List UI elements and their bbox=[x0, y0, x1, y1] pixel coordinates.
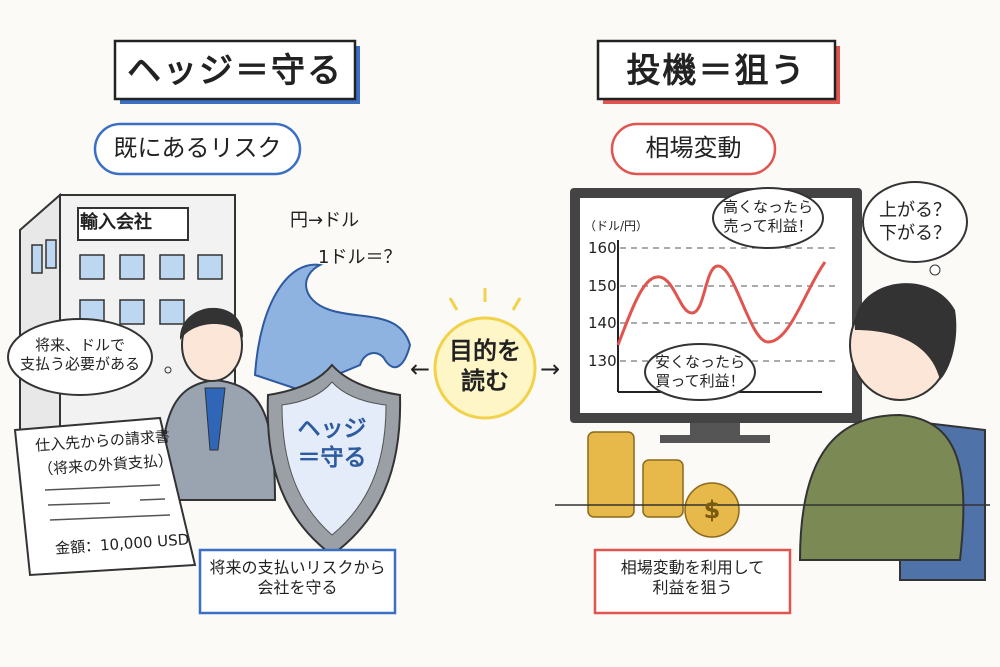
left-arrow: ← bbox=[410, 355, 431, 383]
coin-stacks bbox=[587, 431, 740, 538]
right-thought-line: 上がる？ bbox=[879, 200, 951, 221]
left-thought-line: 支払う必要がある bbox=[19, 354, 140, 373]
center-label: 目的を 読む bbox=[445, 336, 525, 396]
shield-text: ヘッジ ＝守る bbox=[282, 415, 382, 473]
buy-line: 買って利益！ bbox=[655, 371, 745, 390]
center-label-line: 読む bbox=[461, 367, 509, 395]
building-sign: 輸入会社 bbox=[80, 212, 152, 233]
chart-unit: （ドル/円） bbox=[584, 219, 649, 233]
currency-label: 円→ドル bbox=[290, 210, 360, 231]
tick-150: 150 bbox=[588, 277, 617, 295]
left-thought-line: 将来、ドルで bbox=[34, 336, 125, 354]
sell-line: 高くなったら bbox=[722, 198, 813, 216]
left-thought-text: 将来、ドルで 支払う必要がある bbox=[14, 336, 146, 374]
right-thought-line: 下がる？ bbox=[879, 222, 951, 244]
right-summary-line: 相場変動を利用して bbox=[620, 558, 765, 577]
sell-bubble bbox=[712, 187, 824, 249]
left-title-box bbox=[113, 39, 357, 101]
right-thought-cloud bbox=[862, 181, 968, 263]
left-thought-cloud bbox=[7, 318, 153, 396]
right-subtitle: 相場変動 bbox=[645, 134, 742, 162]
right-arrow: → bbox=[540, 355, 561, 383]
left-subtitle-cloud bbox=[93, 122, 302, 176]
wave bbox=[253, 263, 412, 392]
dollar-coin-symbol: $ bbox=[703, 496, 721, 524]
buy-line: 安くなったら bbox=[654, 353, 745, 371]
right-summary-box bbox=[593, 548, 792, 615]
left-summary-box bbox=[198, 548, 397, 615]
center-label-line: 目的を bbox=[449, 337, 521, 365]
invoice-paper bbox=[13, 416, 197, 577]
buy-bubble bbox=[644, 343, 756, 401]
sell-bubble-text: 高くなったら 売って利益！ bbox=[718, 198, 818, 236]
thinking-man bbox=[798, 283, 986, 581]
sell-line: 売って利益！ bbox=[723, 216, 813, 235]
left-summary-line: 将来の支払いリスクから bbox=[209, 558, 386, 577]
left-summary: 将来の支払いリスクから 会社を守る bbox=[200, 558, 395, 598]
left-subtitle: 既にあるリスク bbox=[113, 134, 282, 162]
center-glow bbox=[433, 316, 537, 420]
buy-bubble-text: 安くなったら 買って利益！ bbox=[650, 353, 750, 391]
right-subtitle-cloud bbox=[610, 122, 777, 176]
right-summary: 相場変動を利用して 利益を狙う bbox=[595, 558, 790, 598]
right-title: 投機＝狙う bbox=[626, 51, 807, 91]
shield-line: ヘッジ bbox=[297, 416, 367, 442]
shield-line: ＝守る bbox=[297, 444, 367, 471]
right-summary-line: 利益を狙う bbox=[652, 578, 733, 597]
tick-140: 140 bbox=[588, 314, 617, 332]
left-summary-line: 会社を守る bbox=[257, 578, 338, 597]
tick-160: 160 bbox=[588, 239, 617, 257]
right-title-box bbox=[596, 39, 837, 101]
rate-question: 1ドル＝？ bbox=[318, 247, 402, 268]
right-thought-text: 上がる？ 下がる？ bbox=[870, 200, 960, 245]
left-title: ヘッジ＝守る bbox=[127, 51, 343, 91]
price-line bbox=[616, 261, 827, 346]
tick-130: 130 bbox=[588, 352, 617, 370]
